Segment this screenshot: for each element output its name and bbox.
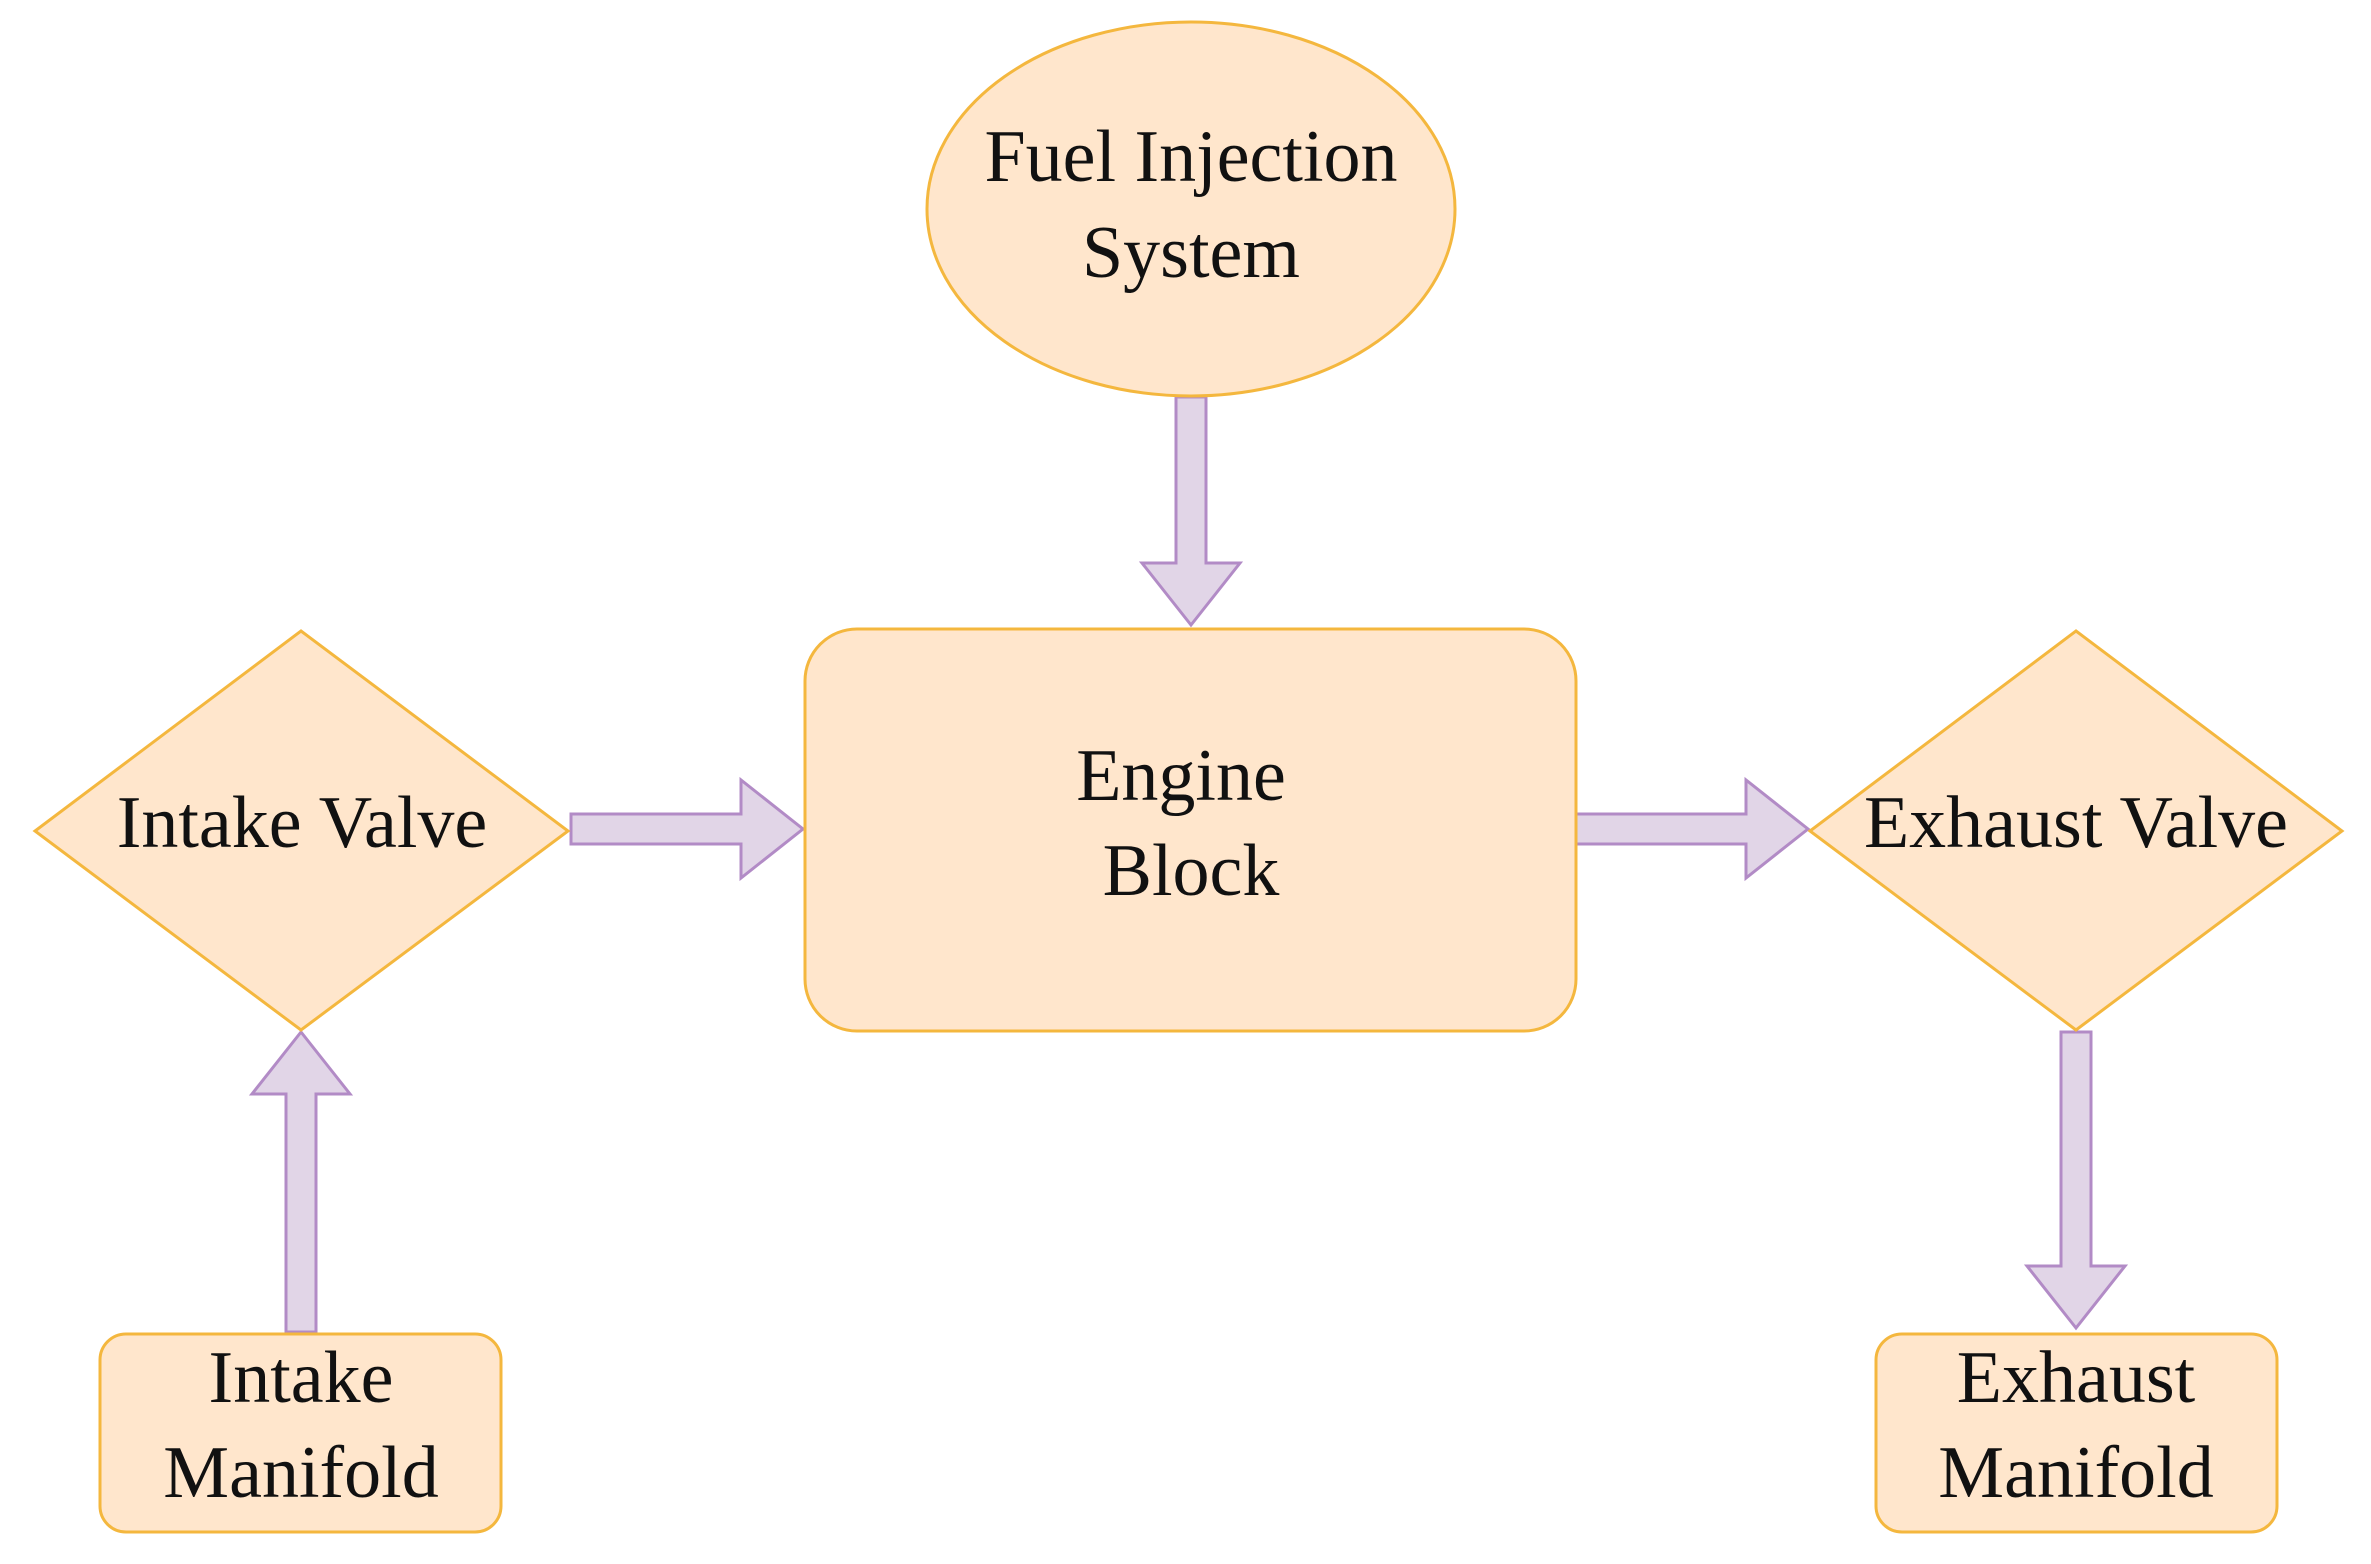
arrows-layer [248, 395, 2129, 1334]
arrow-intake-manifold-to-valve [248, 1029, 354, 1334]
fuel-injection-label-line-1: Fuel Injection [984, 116, 1397, 198]
arrow-exhaust-valve-to-manifold [2023, 1030, 2129, 1331]
node-intake-valve: Intake Valve [32, 629, 571, 1032]
node-fuel-injection-system: Fuel Injection System [925, 20, 1457, 398]
fuel-injection-ellipse [925, 20, 1457, 398]
engine-block-label-line-1: Engine [1076, 735, 1286, 817]
intake-valve-label: Intake Valve [117, 782, 488, 864]
exhaust-valve-diamond [1807, 629, 2345, 1032]
arrow-intake-valve-to-engine [569, 776, 806, 882]
exhaust-manifold-label-line-2: Manifold [1938, 1432, 2213, 1514]
arrow-engine-to-exhaust-valve [1573, 776, 1811, 882]
node-exhaust-manifold: Exhaust Manifold [1874, 1332, 2279, 1534]
exhaust-manifold-label-line-1: Exhaust [1957, 1337, 2196, 1419]
node-intake-manifold: Intake Manifold [98, 1332, 503, 1534]
engine-block-label-line-2: Block [1103, 830, 1280, 912]
node-engine-block: Engine Block [803, 627, 1578, 1033]
engine-block-box [803, 627, 1578, 1033]
exhaust-manifold-box [1874, 1332, 2279, 1534]
intake-manifold-label-line-1: Intake [209, 1337, 394, 1419]
exhaust-valve-label: Exhaust Valve [1864, 782, 2288, 864]
node-exhaust-valve: Exhaust Valve [1807, 629, 2345, 1032]
fuel-injection-label-line-2: System [1082, 212, 1300, 294]
arrow-fuel-to-engine [1138, 395, 1244, 628]
intake-manifold-box [98, 1332, 503, 1534]
intake-valve-diamond [32, 629, 571, 1032]
intake-manifold-label-line-2: Manifold [163, 1432, 438, 1514]
